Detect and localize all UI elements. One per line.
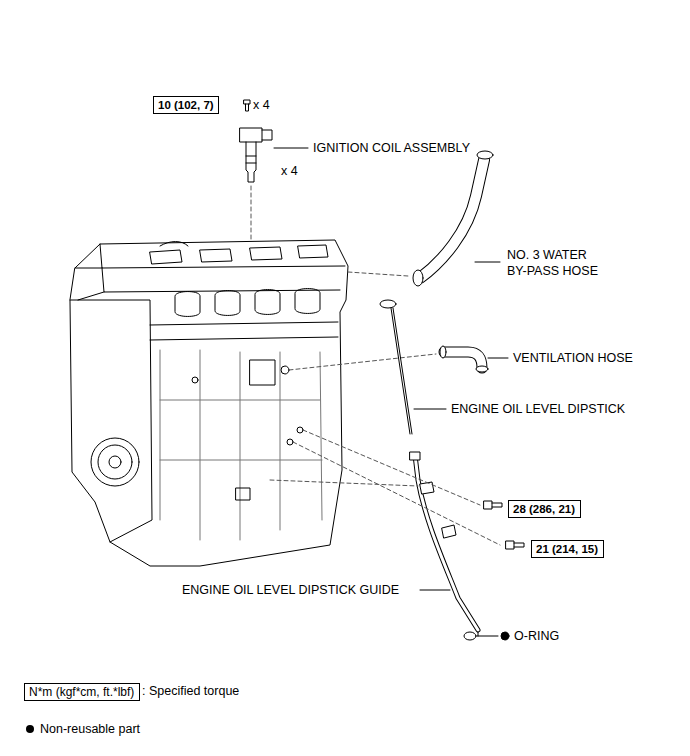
bolt-symbol [506,541,524,549]
o-ring [464,632,476,640]
ventilation-hose [444,352,482,368]
bolt-hole [297,427,303,433]
part-name: O-RING [514,629,559,644]
cam-cover-edge [75,244,345,268]
timing-cover [70,300,152,542]
intake-ports [175,289,320,317]
ventilation-hose [444,352,482,368]
oil-cap [160,242,188,247]
leader-line [488,358,508,359]
torque-value: N*m (kgf*cm, ft.*lbf) [29,685,135,699]
coil-head [240,128,262,142]
torque-box: 10 (102, 7) [153,96,219,114]
block-ribs [160,400,322,460]
leader-line [348,272,408,276]
part-name: ENGINE OIL LEVEL DIPSTICK GUIDE [182,583,399,598]
bolt-hole [192,377,198,383]
crank-pulley [109,456,121,468]
coil-ribs [246,156,256,163]
leader-line [274,148,308,149]
non-reusable-dot [501,632,509,640]
part-name: ENGINE OIL LEVEL DIPSTICK [451,402,625,417]
dipstick-guide [415,455,478,630]
hose-clamp [477,151,493,159]
vent-port [281,366,289,374]
leader-line [289,354,436,370]
dipstick-ring [380,300,396,308]
torque-value: 21 (214, 15) [536,542,599,556]
sensor-pad [250,360,275,385]
crank-pulley [91,438,139,486]
legend-torque-box: N*m (kgf*cm, ft.*lbf) [24,683,140,701]
part-name: NO. 3 WATER BY-PASS HOSE [507,247,607,279]
legend-text: : Specified torque [142,684,239,699]
torque-value: 10 (102, 7) [158,98,214,112]
leader-line [414,409,446,410]
water-hose [420,160,484,278]
quantity-label: x 4 [281,164,298,179]
torque-value: 28 (286, 21) [513,502,576,516]
leader-line [420,590,450,591]
drain-boss [236,488,250,500]
water-hose [420,160,484,278]
coil-connector [262,130,272,140]
leader-line [478,632,479,636]
hose-clamp [413,270,423,286]
leader-line [270,430,500,545]
hose-end [440,346,446,358]
head-gasket-line [78,268,340,300]
dipstick [391,308,412,434]
guide-bracket [420,482,456,538]
engine-outline [70,240,348,566]
part-name: IGNITION COIL ASSEMBLY [313,141,470,156]
dipstick-guide [415,455,478,630]
bolt-hole [287,439,293,445]
guide-top [410,452,420,460]
head-flange [150,322,338,340]
torque-box: 21 (214, 15) [531,540,604,558]
quantity-label: x 4 [253,98,270,113]
legend-dot [26,725,34,733]
legend-text: Non-reusable part [40,722,140,737]
torque-box: 28 (286, 21) [508,500,581,518]
leader-line [475,262,500,263]
crank-pulley [98,445,132,479]
coil-body [246,142,256,182]
part-name: VENTILATION HOSE [513,351,633,366]
bolt-symbol [244,100,250,111]
leader-line [477,636,498,637]
hose-end [476,366,488,372]
bolt-symbol [484,501,502,509]
coil-wells [150,245,328,264]
block-ribs [160,350,322,540]
